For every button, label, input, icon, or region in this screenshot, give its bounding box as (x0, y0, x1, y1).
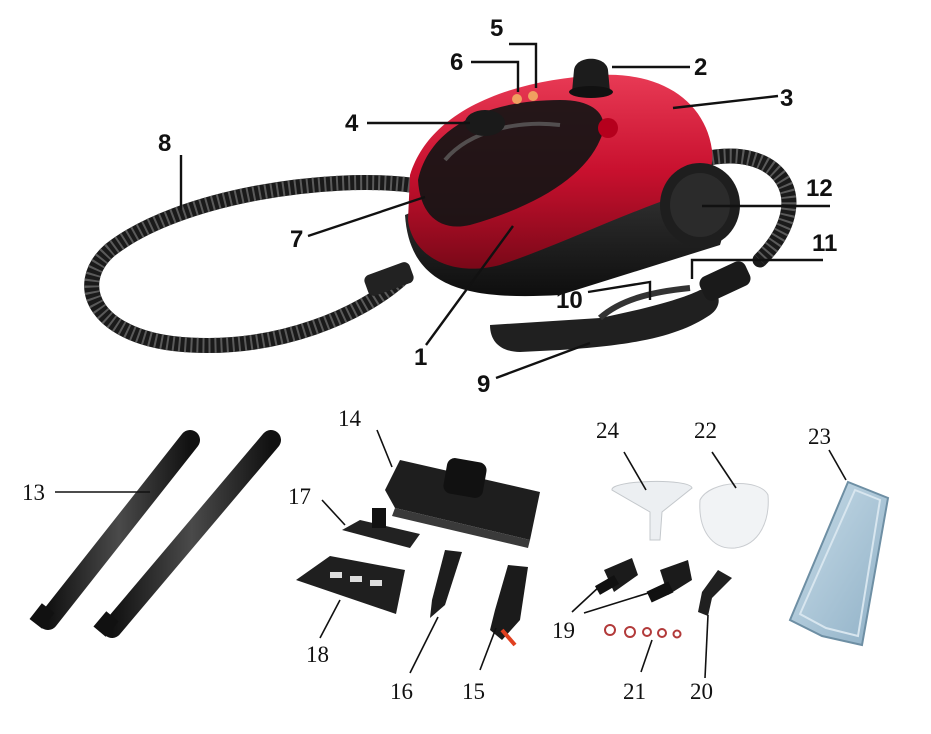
bent-nozzle (698, 570, 732, 616)
label-23: 23 (808, 424, 831, 449)
label-7: 7 (290, 226, 303, 253)
label-24: 24 (596, 418, 620, 443)
cloth-cover (699, 483, 769, 549)
floor-brush-large (385, 458, 540, 548)
label-6: 6 (450, 49, 463, 76)
brush-frame (296, 556, 405, 614)
part-labels: 2 3 4 5 6 7 8 1 9 10 11 12 13 14 17 18 1… (22, 15, 837, 704)
funnel (611, 480, 693, 541)
round-brushes (594, 558, 692, 603)
label-19: 19 (552, 618, 575, 643)
label-9: 9 (477, 371, 490, 398)
label-4: 4 (345, 110, 359, 137)
jet-nozzle (430, 550, 462, 618)
label-11: 11 (812, 230, 837, 257)
steam-gun-trigger-lock (597, 285, 691, 321)
leader-lines (55, 42, 847, 679)
water-tank-window (418, 100, 604, 227)
steam-hose-ribbing (84, 175, 411, 353)
steam-gun (490, 289, 719, 352)
microfiber-pad (788, 480, 890, 647)
small-brush-head (342, 508, 420, 548)
pressure-knob (598, 118, 618, 138)
indicator-light-power (528, 91, 538, 101)
gun-hose-connector (699, 261, 751, 301)
label-1: 1 (414, 344, 427, 371)
label-18: 18 (306, 642, 329, 667)
indicator-light-heating (512, 94, 522, 104)
steam-hose (84, 175, 418, 353)
label-5: 5 (490, 15, 503, 42)
label-13: 13 (22, 480, 45, 505)
safety-cap (572, 58, 610, 92)
angled-nozzle (490, 565, 528, 647)
label-15: 15 (462, 679, 485, 704)
label-10: 10 (556, 287, 583, 314)
label-12: 12 (806, 175, 833, 202)
label-17: 17 (288, 484, 311, 509)
label-8: 8 (158, 130, 171, 157)
gaskets (604, 624, 682, 639)
label-2: 2 (694, 54, 707, 81)
hose-connector (364, 262, 414, 296)
power-switch (465, 110, 505, 136)
steam-cleaner-unit (84, 58, 797, 353)
label-21: 21 (623, 679, 646, 704)
label-14: 14 (338, 406, 362, 431)
label-3: 3 (780, 85, 793, 112)
label-16: 16 (390, 679, 413, 704)
extension-tubes (29, 430, 281, 638)
label-22: 22 (694, 418, 717, 443)
label-20: 20 (690, 679, 713, 704)
